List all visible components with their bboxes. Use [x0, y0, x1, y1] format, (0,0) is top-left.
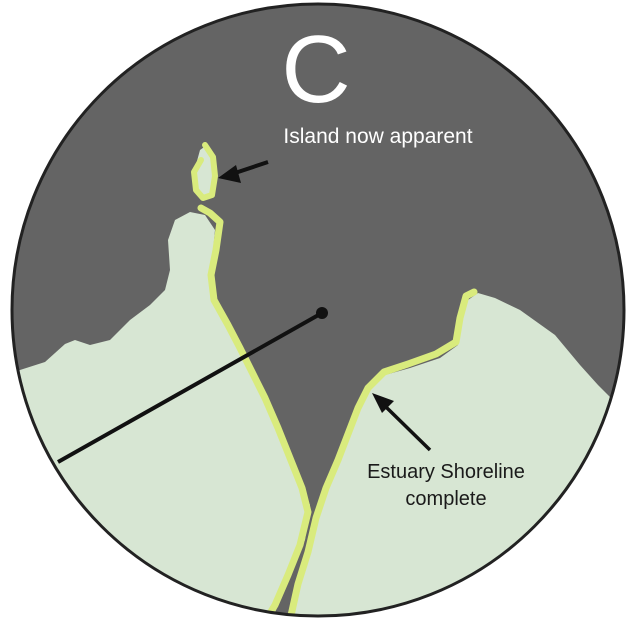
estuary-label-line2: complete [405, 488, 486, 510]
island-label: Island now apparent [283, 125, 472, 148]
panel-letter: C [281, 16, 350, 123]
measurement-endpoint [316, 307, 328, 319]
estuary-label-line1: Estuary Shoreline [367, 461, 525, 483]
